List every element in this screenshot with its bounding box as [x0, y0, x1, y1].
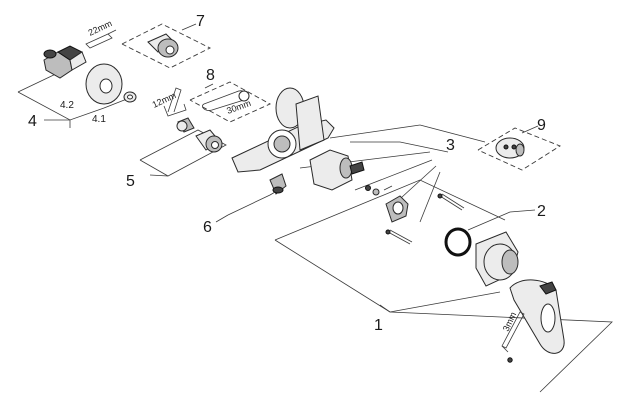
label-part-4: 4 — [28, 113, 37, 130]
mixer-body — [231, 87, 335, 173]
part-8-tools — [163, 87, 250, 117]
label-part-7: 7 — [196, 13, 205, 30]
label-part-1: 1 — [374, 317, 383, 334]
part-number-labels: 4 4.2 4.1 5 6 7 8 3 9 2 1 — [28, 13, 546, 334]
hex-key-3mm-tool — [501, 311, 525, 363]
tool-size-labels: 22mm 12mm 30mm 3mm — [87, 18, 519, 333]
part-4-connector — [43, 45, 87, 79]
label-part-4-2: 4.2 — [60, 100, 74, 111]
label-part-4-1: 4.1 — [92, 114, 106, 125]
part-2-oring — [444, 227, 472, 257]
part-3-cartridge — [309, 149, 380, 196]
hex-key-22mm-tool — [85, 29, 117, 49]
label-part-3: 3 — [446, 137, 455, 154]
part-4-2-rosette — [85, 63, 123, 105]
part-6-nozzle — [269, 173, 287, 195]
tool-label-30mm: 30mm — [225, 98, 252, 116]
part-1-lever-handle — [509, 279, 565, 354]
label-part-9: 9 — [537, 117, 546, 134]
part-3-bracket-screws — [383, 185, 465, 245]
tool-label-22mm: 22mm — [87, 18, 114, 38]
part-4-1-washer — [123, 91, 137, 103]
part-7-cap — [147, 33, 179, 58]
label-part-2: 2 — [537, 203, 546, 220]
label-part-8: 8 — [206, 67, 215, 84]
part-1-sleeve — [475, 231, 519, 287]
label-part-6: 6 — [203, 219, 212, 236]
part-5-union — [176, 117, 223, 153]
label-part-5: 5 — [126, 173, 135, 190]
part-9-cap — [495, 137, 525, 159]
